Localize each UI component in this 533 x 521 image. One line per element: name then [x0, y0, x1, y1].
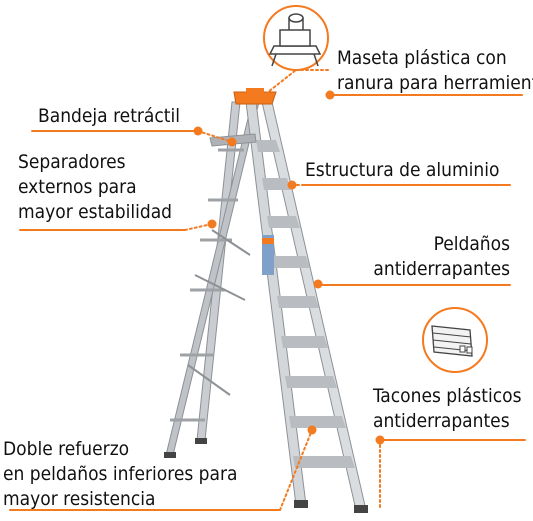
label-maseta-line-1: Maseta plástica con	[337, 47, 507, 69]
callout-dots	[193, 90, 385, 445]
label-doble: Doble refuerzo en peldaños inferiores pa…	[3, 437, 238, 512]
ladder-front-frame	[245, 101, 368, 513]
ladder-top-icon	[263, 5, 329, 71]
label-peldanos-line-1: Peldaños	[433, 233, 510, 255]
label-estructura: Estructura de aluminio	[305, 158, 499, 183]
label-doble-line-3: mayor resistencia	[3, 488, 156, 510]
label-doble-line-1: Doble refuerzo	[3, 438, 130, 460]
label-peldanos: Peldaños antiderrapantes	[340, 232, 510, 282]
ladder-rear-frame	[164, 101, 260, 458]
label-separadores: Separadores externos para mayor estabili…	[18, 150, 172, 225]
label-bandeja-line: Bandeja retráctil	[38, 105, 180, 127]
label-separadores-line-1: Separadores	[18, 151, 126, 173]
label-maseta-line-2: ranura para herramientas	[337, 72, 533, 94]
label-bandeja: Bandeja retráctil	[38, 104, 180, 129]
label-doble-line-2: en peldaños inferiores para	[3, 463, 238, 485]
rubber-feet-icon	[422, 307, 488, 373]
label-separadores-line-3: mayor estabilidad	[18, 201, 173, 223]
label-tacones-line-1: Tacones plásticos	[373, 385, 522, 407]
label-peldanos-line-2: antiderrapantes	[373, 258, 510, 280]
label-tacones: Tacones plásticos antiderrapantes	[373, 384, 522, 434]
label-estructura-line: Estructura de aluminio	[305, 159, 500, 181]
ladder-top-cap	[233, 88, 277, 105]
label-separadores-line-2: externos para	[18, 176, 137, 198]
label-maseta: Maseta plástica con ranura para herramie…	[337, 46, 533, 96]
callout-lines	[9, 69, 526, 511]
label-tacones-line-2: antiderrapantes	[373, 410, 510, 432]
